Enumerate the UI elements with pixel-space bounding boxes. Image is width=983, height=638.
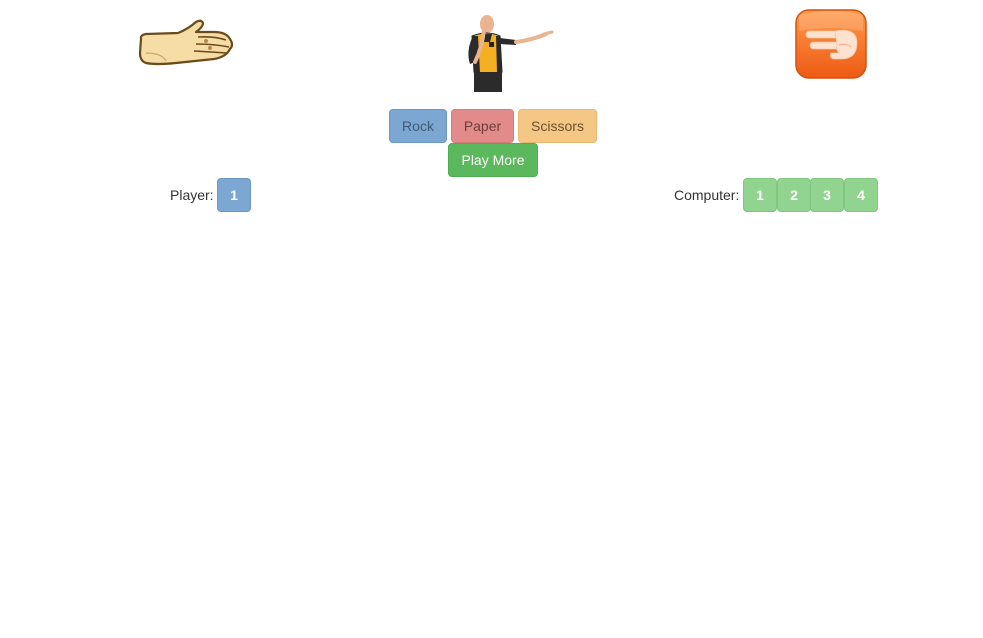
computer-score-label: Computer: bbox=[674, 187, 740, 203]
paper-hand-icon bbox=[136, 17, 234, 69]
computer-point-badge: 1 bbox=[743, 178, 777, 212]
referee-icon bbox=[460, 12, 554, 94]
scissors-hand-graphic bbox=[795, 9, 867, 79]
computer-point-badge: 2 bbox=[777, 178, 811, 212]
player-point-badge: 1 bbox=[217, 178, 251, 212]
scissors-button[interactable]: Scissors bbox=[518, 109, 597, 143]
player-score-label: Player: bbox=[170, 187, 214, 203]
rock-button[interactable]: Rock bbox=[389, 109, 447, 143]
play-more-button[interactable]: Play More bbox=[448, 143, 538, 177]
computer-point-badge: 4 bbox=[844, 178, 878, 212]
referee-graphic bbox=[468, 15, 554, 92]
paper-hand-graphic bbox=[138, 19, 234, 66]
scissors-hand-icon bbox=[795, 9, 867, 79]
computer-point-badge: 3 bbox=[810, 178, 844, 212]
paper-button[interactable]: Paper bbox=[451, 109, 514, 143]
